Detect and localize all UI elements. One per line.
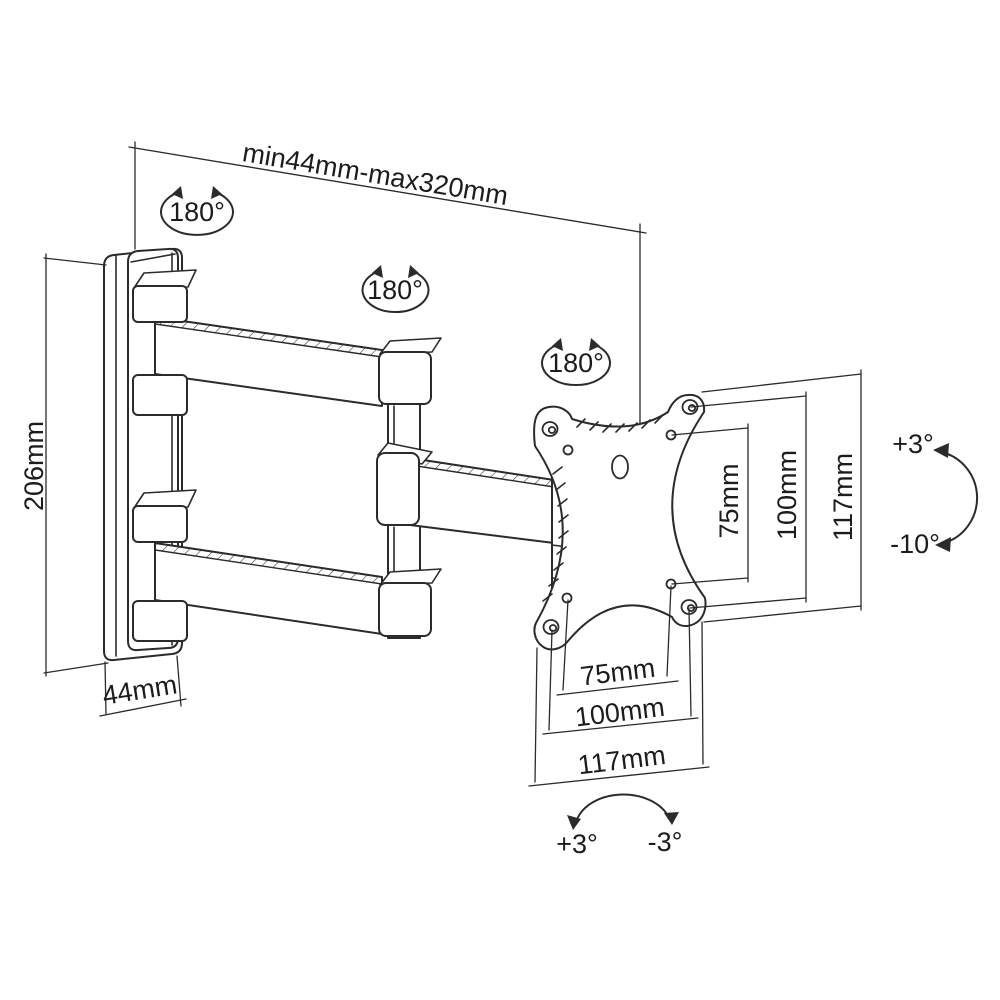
vesa-center-hole [611,454,629,480]
wall-plate-height-label: 206mm [19,421,49,511]
plate-rotation-indicator: +3° -3° [556,793,683,859]
vesa-plate-body [533,393,707,651]
upper-arm [154,316,383,407]
vesa-plate-top-edge-hatch [576,414,664,433]
vesa-vertical-75-label: 75mm [714,463,744,538]
dim-vesa-vertical-100: 100mm [689,391,807,609]
elbow-mid-block [376,442,442,637]
lower-arm [154,542,383,635]
dim-wall-plate-depth: 44mm [99,655,187,717]
head-vertical-117-label: 117mm [828,453,858,541]
tilt-up-label: +3° [892,429,934,459]
vesa-horizontal-75-label: 75mm [579,653,657,692]
rotation-arrow-left [567,815,581,830]
wall-plate-depth-label: 44mm [100,669,179,710]
dim-vesa-vertical-75: 75mm [671,423,749,585]
swivel-indicator-head: 180° [541,338,611,386]
dim-head-vertical-117: 117mm [701,369,862,623]
elbow-bottom-cube [378,582,432,637]
tilt-down-label: -10° [890,529,940,559]
vesa-plate [533,393,707,651]
upper-hinge-top-knuckle [132,285,188,323]
tilt-arrow-down [935,537,951,552]
vesa-plate-left-edge-hatch [542,466,569,602]
elbow-mid-block-body [376,452,420,526]
forearm [409,457,555,544]
upper-arm-bar [154,316,383,407]
vesa-corner-holes [541,399,699,635]
swivel-wall-label: 180° [169,197,225,227]
rotation-arrow-right [664,812,679,825]
lower-wall-hinge [132,489,197,642]
swivel-indicator-elbow: 180° [361,265,430,313]
rotation-ccw-label: -3° [648,827,683,857]
vesa-vertical-100-label: 100mm [772,450,802,540]
vesa-horizontal-100-label: 100mm [573,692,666,733]
tilt-range-indicator: +3° -10° [890,429,979,559]
swivel-elbow-label: 180° [367,275,423,305]
swivel-head-label: 180° [548,348,604,378]
lower-arm-bar [154,542,383,635]
extension-range-label: min44mm-max320mm [240,137,510,211]
swivel-indicator-wall: 180° [160,186,234,236]
lower-hinge-top-knuckle [132,505,188,543]
elbow-top-cube [378,351,432,405]
upper-hinge-bottom-knuckle [132,374,188,416]
dim-wall-plate-height: 206mm [19,253,109,677]
upper-wall-hinge [132,269,197,416]
head-horizontal-117-label: 117mm [576,740,667,781]
hinge-rail-top-face [130,253,176,263]
lower-hinge-bottom-knuckle [132,600,188,642]
tilt-arrow-up [933,443,949,458]
rotation-cw-label: +3° [556,829,598,859]
